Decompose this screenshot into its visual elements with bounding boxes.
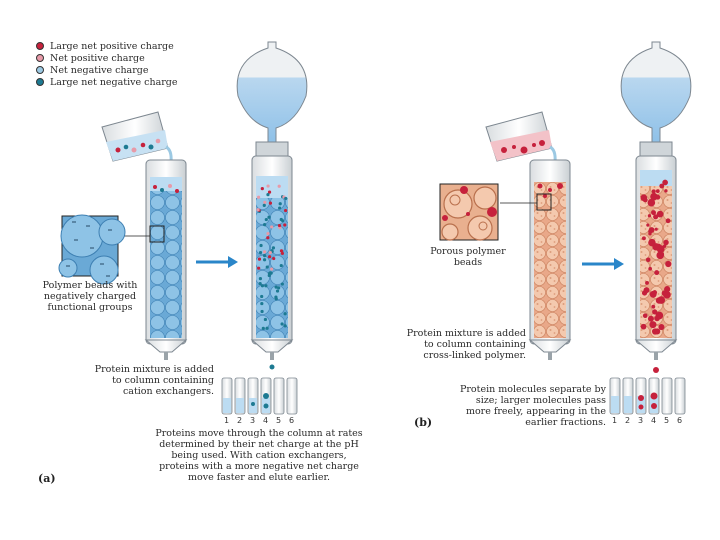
legend-item: Large net positive charge <box>36 40 196 52</box>
fraction-number: 2 <box>625 416 631 425</box>
fraction-number: 3 <box>250 416 256 425</box>
legend-label: Net positive charge <box>50 52 145 64</box>
beaker-b <box>485 111 557 163</box>
legend-item: Net positive charge <box>36 52 196 64</box>
column-caption-a: Protein mixture is added to column conta… <box>94 364 214 397</box>
result-caption-a: Proteins move through the column at rate… <box>155 428 363 483</box>
fraction-tube <box>661 377 673 415</box>
column-b2 <box>634 155 678 373</box>
fraction-number: 1 <box>612 416 618 425</box>
legend-swatch <box>36 78 44 86</box>
column-a1 <box>118 159 188 360</box>
panel-label-a: (a) <box>38 472 56 485</box>
legend-swatch <box>36 54 44 62</box>
legend-swatch <box>36 66 44 74</box>
result-caption-b: Protein molecules separate by size; larg… <box>459 384 606 428</box>
fraction-number: 5 <box>276 416 282 425</box>
legend-label: Net negative charge <box>50 64 149 76</box>
fraction-tube <box>273 377 285 415</box>
legend-item: Net negative charge <box>36 64 196 76</box>
fraction-tube <box>286 377 298 415</box>
legend-item: Large net negative charge <box>36 76 196 88</box>
funnel-a <box>236 41 308 157</box>
beads-inset-a <box>58 214 126 285</box>
fraction-number: 4 <box>263 416 269 425</box>
fraction-tube <box>674 377 686 415</box>
column-a2 <box>250 155 294 370</box>
fraction-number: 5 <box>664 416 670 425</box>
fraction-tubes-a <box>221 377 298 415</box>
fraction-number: 6 <box>677 416 683 425</box>
beads-caption-b: Porous polymer beads <box>430 246 506 268</box>
fraction-tubes-b <box>609 377 686 415</box>
fraction-number: 4 <box>651 416 657 425</box>
panel-a <box>58 41 308 415</box>
legend-label: Large net negative charge <box>50 76 178 88</box>
beaker-a <box>101 111 173 163</box>
fraction-number: 3 <box>638 416 644 425</box>
panel-label-b: (b) <box>414 416 433 429</box>
fraction-number: 1 <box>224 416 230 425</box>
fraction-number: 2 <box>237 416 243 425</box>
legend-swatch <box>36 42 44 50</box>
column-b1 <box>500 159 572 360</box>
legend-label: Large net positive charge <box>50 40 174 52</box>
beads-caption-a: Polymer beads with negatively charged fu… <box>42 280 138 313</box>
beads-inset-b <box>439 183 499 241</box>
fraction-number: 6 <box>289 416 295 425</box>
column-caption-b: Protein mixture is added to column conta… <box>406 328 526 361</box>
panel-b <box>439 41 692 415</box>
funnel-b <box>620 41 692 157</box>
